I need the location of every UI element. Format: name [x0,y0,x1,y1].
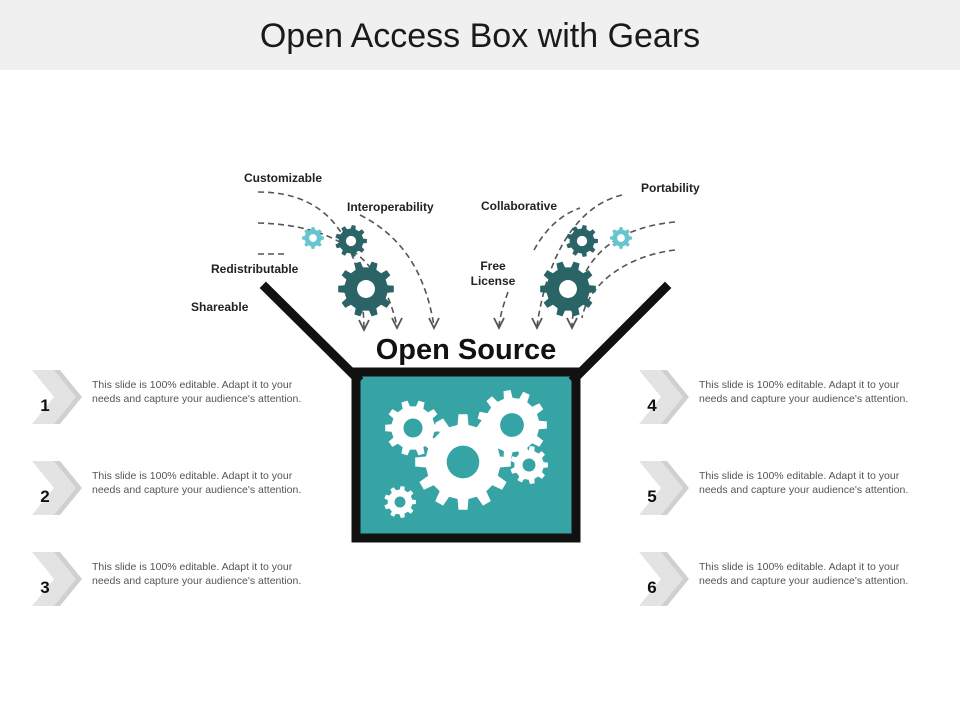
open-source-label: Open Source [375,334,557,366]
step-number: 2 [40,487,50,506]
box-flap-right [568,281,672,385]
step-text: This slide is 100% editable. Adapt it to… [92,470,302,496]
gear-icon [302,227,324,249]
gears-layer [302,225,632,518]
chevron-icon [32,461,82,515]
label-free-license: Free License [463,259,523,289]
step-number: 3 [40,578,50,597]
step-4: 4 This slide is 100% editable. Adapt it … [639,370,949,430]
page-title: Open Access Box with Gears [259,17,701,55]
gear-icon [540,261,596,317]
chevron-icon [32,370,82,424]
arrow-heads [358,317,578,333]
arrow-head [493,317,505,331]
label-interoperability: Interoperability [347,200,434,214]
step-1: 1 This slide is 100% editable. Adapt it … [32,370,342,430]
step-text: This slide is 100% editable. Adapt it to… [92,379,302,405]
gear-icon [477,390,547,460]
label-redistributable: Redistributable [211,262,299,276]
chevron-icon [639,370,689,424]
step-text: This slide is 100% editable. Adapt it to… [699,561,909,587]
label-customizable: Customizable [244,171,323,185]
title-bar: Open Access Box with Gears [0,0,960,70]
label-shareable: Shareable [191,300,249,314]
arrow-head [391,317,403,331]
step-text: This slide is 100% editable. Adapt it to… [699,470,909,496]
step-5: 5 This slide is 100% editable. Adapt it … [639,461,949,521]
step-number: 5 [647,487,657,506]
step-text: This slide is 100% editable. Adapt it to… [92,561,302,587]
step-number: 4 [647,396,657,415]
box-flap-left [259,281,364,385]
arrow-interoperability [359,214,435,327]
arrow-head [566,317,578,331]
step-2: 2 This slide is 100% editable. Adapt it … [32,461,342,521]
arrow-free-license [498,291,509,327]
arrow-head [531,317,543,331]
gear-icon [335,225,367,257]
gear-icon [415,414,511,510]
step-number: 6 [647,578,657,597]
arrow-portability [536,194,623,327]
gear-icon [566,225,598,257]
chevron-icon [639,552,689,606]
gear-icon [510,446,548,484]
gear-icon [385,400,441,456]
step-6: 6 This slide is 100% editable. Adapt it … [639,552,949,612]
label-free-license-line1: Free [480,259,506,273]
arrow-head [428,317,440,331]
gear-icon [610,227,632,249]
gear-icon [384,486,416,518]
gear-icon [338,261,394,317]
arrow-collaborative [533,207,581,251]
arrow-head [358,319,370,333]
chevron-icon [32,552,82,606]
label-free-license-line2: License [470,274,516,288]
label-portability: Portability [641,181,700,195]
step-number: 1 [40,396,50,415]
chevron-icon [639,461,689,515]
arrow-right-low [581,249,676,319]
label-collaborative: Collaborative [481,199,558,213]
step-text: This slide is 100% editable. Adapt it to… [699,379,909,405]
step-3: 3 This slide is 100% editable. Adapt it … [32,552,342,612]
